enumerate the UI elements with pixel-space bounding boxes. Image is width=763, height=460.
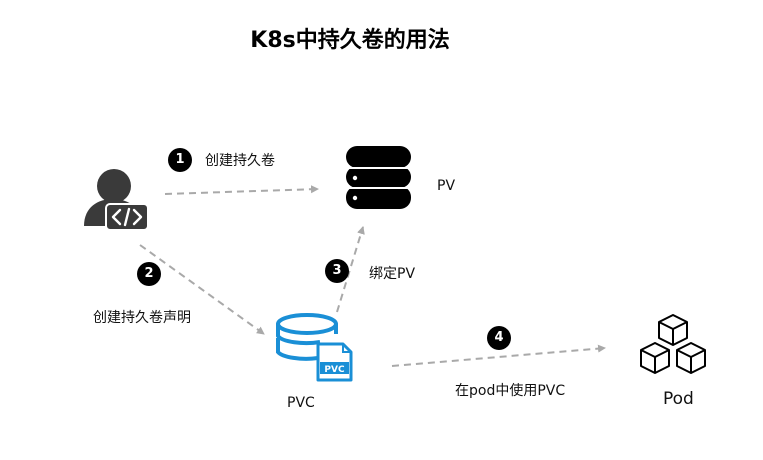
arrow-pvc-to-pv: [336, 226, 365, 313]
step-badge-4: 4: [487, 326, 511, 350]
arrow-user-to-pvc: [139, 244, 265, 335]
pod-cubes-icon: [640, 314, 706, 374]
page-title: K8s中持久卷的用法: [250, 28, 450, 53]
pvc-icon: PVC: [276, 313, 353, 382]
pv-label: PV: [437, 178, 456, 194]
pv-database-icon: [346, 146, 411, 209]
pod-label: Pod: [663, 389, 694, 409]
step-label-2: 创建持久卷声明: [93, 310, 191, 326]
pvc-label: PVC: [287, 395, 315, 411]
arrow-user-to-pv: [164, 185, 319, 195]
step-label-4: 在pod中使用PVC: [455, 383, 566, 399]
step-badge-1: 1: [168, 148, 192, 172]
step-badge-2: 2: [137, 262, 161, 286]
step-label-1: 创建持久卷: [205, 153, 275, 169]
pvc-icon-badge-text: PVC: [324, 365, 345, 375]
step-badge-3: 3: [325, 259, 349, 283]
arrow-pvc-to-pod: [391, 344, 606, 367]
step-label-3: 绑定PV: [369, 266, 416, 282]
developer-user-icon: [84, 169, 149, 231]
